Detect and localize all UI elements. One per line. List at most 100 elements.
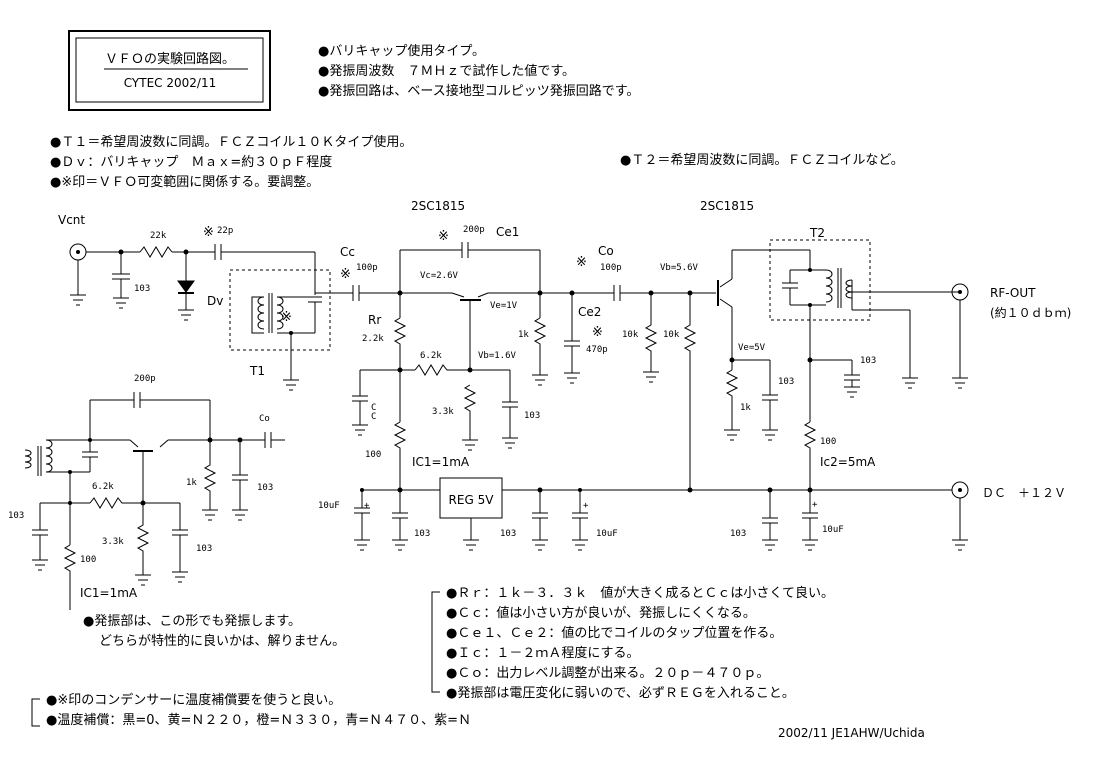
alt-103b-label: 103 (257, 483, 273, 493)
dv-label: Dv (207, 294, 223, 308)
q1-label: 2SC1815 (411, 199, 465, 213)
alt-resistor-1k (203, 440, 217, 510)
capacitor-103b (502, 401, 518, 408)
capacitor-103c (392, 512, 408, 519)
ground-symbol (70, 294, 86, 306)
alt-33k-label: 3.3k (102, 537, 124, 547)
c10uf-a-label: 10uF (318, 501, 340, 511)
ce2-label: Ce2 (578, 305, 601, 319)
rf-out: RF-OUT (約１０ｄｂｍ) (951, 283, 1071, 389)
capacitor-c (352, 395, 368, 402)
r100-2-label: 100 (820, 437, 836, 447)
ve2-label: Ve=5V (738, 343, 766, 353)
svg-text:※: ※ (281, 310, 292, 325)
alt-oscillator: 200p Co 1k 103 (8, 374, 345, 649)
alt-capacitor-co (264, 432, 272, 448)
tip-line: ●Ｃｅ１、Ｃｅ２：値の比でコイルのタップ位置を作る。 (446, 625, 782, 641)
alt-103c-label: 103 (196, 544, 212, 554)
resistor-rr (393, 317, 407, 370)
alt-200p-label: 200p (134, 374, 156, 384)
tips: ●Ｒｒ：１ｋ－３．３ｋ 値が大きく成るとＣｃは小さくて良い。 ●Ｃｃ：値は小さい… (431, 585, 834, 701)
oscillator-section: Cc ※ 100p ※ 200p Ce1 2SC1815 Vc=2.6V Ve=… (315, 199, 548, 490)
c103f-label: 103 (730, 529, 746, 539)
c-label: C (371, 403, 376, 413)
capacitor-ce2 (564, 340, 580, 347)
note-t2: ●Ｔ２＝希望周波数に同調。ＦＣＺコイルなど。 (620, 152, 904, 168)
temp-note: ●温度補償：黒=0、黄=Ｎ２２０，橙=Ｎ３３０，青=Ｎ４７０、紫=Ｎ (46, 712, 471, 728)
r10ka-label: 10k (622, 330, 639, 340)
note-line: ●Ｄｖ：バリキャップ Ｍａｘ=約３０ｐＦ程度 (50, 154, 332, 170)
r1k-label: 1k (518, 330, 529, 340)
transformer-t2: T2 103 (769, 226, 960, 422)
svg-text:※: ※ (576, 255, 587, 270)
vcnt-section: Vcnt 103 22k Dv ※ 22p (58, 213, 316, 321)
ce2-val: 470p (586, 345, 608, 355)
resistor-1k-2 (725, 369, 739, 430)
alt-capacitor-103a (32, 529, 48, 536)
svg-text:+: + (364, 501, 370, 511)
resistor-10k-a (644, 293, 658, 372)
alt-capacitor-103c (172, 529, 188, 536)
r10kb-label: 10k (663, 330, 680, 340)
capacitor-103e (762, 394, 778, 401)
ic1-label: IC1=1mA (412, 455, 470, 469)
t1-label: T1 (249, 364, 265, 378)
cc-val: 100p (356, 263, 378, 273)
resistor-100 (393, 421, 407, 490)
footer: 2002/11 JE1AHW/Uchida (778, 726, 925, 740)
co-val: 100p (600, 263, 622, 273)
capacitor-103 (112, 273, 130, 280)
alt-62k-label: 6.2k (92, 482, 114, 492)
r100-label: 100 (365, 450, 381, 460)
ce1-label: Ce1 (496, 225, 519, 239)
ce1-val: 200p (463, 225, 485, 235)
c10uf-c-label: 10uF (822, 525, 844, 535)
c10uf-b-label: 10uF (596, 529, 618, 539)
alt-resistor-3k3 (136, 503, 150, 575)
c103c-label: 103 (414, 529, 430, 539)
reg-label: REG 5V (449, 493, 495, 507)
collector-supply: 100 Ic2=5mA (803, 421, 876, 490)
t2-label: T2 (809, 226, 825, 240)
ve-label: Ve=1V (490, 301, 518, 311)
vb-label: Vb=1.6V (478, 351, 517, 361)
c103e-label: 103 (778, 377, 794, 387)
resistor-22k (139, 246, 173, 258)
resistor-1k (533, 317, 547, 375)
capacitor-co (613, 285, 621, 301)
q2-label: 2SC1815 (700, 199, 754, 213)
rfout-label: RF-OUT (990, 286, 1036, 300)
note-line: ●Ｔ１＝希望周波数に同調。ＦＣＺコイル１０Ｋタイプ使用。 (50, 134, 412, 150)
rr-val: 2.2k (362, 334, 384, 344)
vc-label: Vc=2.6V (420, 271, 459, 281)
coupling-section: Ce2 ※ 470p ※ Co 100p 10k 10k Vb=5.6V (540, 244, 716, 490)
c103d-label: 103 (500, 529, 516, 539)
title-text: ＶＦＯの実験回路図。 (105, 51, 235, 67)
co-label: Co (598, 244, 614, 258)
resistor-6k2 (414, 364, 470, 376)
svg-text:※: ※ (203, 225, 214, 240)
buffer-section: 2SC1815 Ve=5V 1k 103 (700, 199, 810, 441)
rr-label: Rr (368, 313, 381, 327)
alt-resistor-6k2 (89, 497, 180, 509)
svg-text:+: + (583, 501, 589, 511)
capacitor-ce1 (461, 242, 469, 258)
alt-note: どちらが特性的に良いかは、解りません。 (99, 633, 345, 649)
r1k2-label: 1k (740, 403, 751, 413)
capacitor-cc (352, 285, 360, 301)
transformer-t1: ※ T1 (229, 269, 331, 391)
cc-label: Cc (340, 245, 355, 259)
svg-text:C: C (371, 412, 376, 422)
resistor-100-2 (803, 421, 817, 490)
intro-note: ●バリキャップ使用タイプ。 (318, 43, 485, 59)
tip-line: ●発振部は電圧変化に弱いので、必ずＲＥＧを入れること。 (446, 685, 795, 701)
power-rail: REG 5V + 10uF 103 103 + 10uF (318, 477, 1066, 551)
c103g-label: 103 (860, 356, 876, 366)
note-line: ●※印＝ＶＦＯ可変範囲に関係する。要調整。 (50, 174, 319, 190)
alt-co-label: Co (259, 414, 270, 424)
c103b-label: 103 (524, 411, 540, 421)
intro-note: ●発振周波数 ７ＭＨｚで試作した値です。 (318, 63, 575, 79)
capacitor-103f (762, 517, 778, 524)
vcnt-label: Vcnt (58, 213, 85, 227)
r33k-label: 3.3k (432, 407, 454, 417)
